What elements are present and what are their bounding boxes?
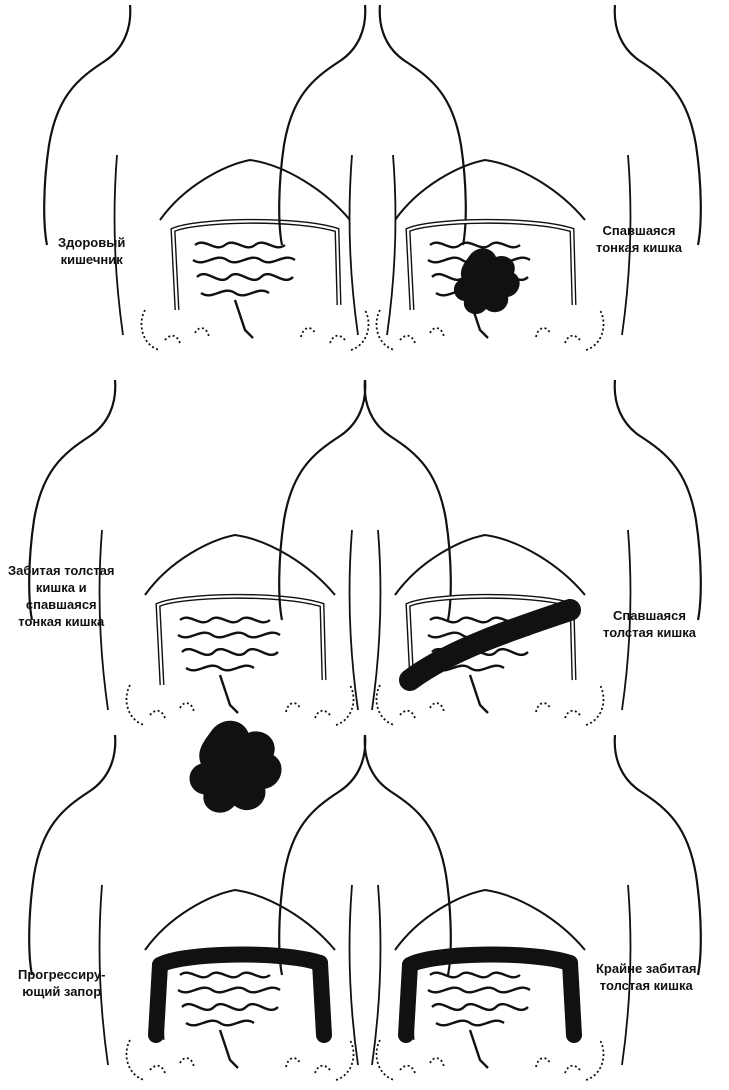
label-clogged-large-collapsed-small: Забитая толстая кишка и спавшаяся тонкая…: [8, 562, 115, 630]
label-line: кишечник: [58, 251, 125, 268]
label-line: Прогрессиру-: [18, 966, 105, 983]
label-line: кишка и: [8, 579, 115, 596]
label-line: Здоровый: [58, 234, 125, 251]
label-line: спавшаяся: [8, 596, 115, 613]
label-line: ющий запор: [18, 983, 105, 1000]
label-collapsed-large: Спавшаяся толстая кишка: [603, 607, 696, 641]
torso-healthy: [44, 5, 466, 350]
label-line: Крайне забитая: [596, 960, 697, 977]
label-progressive: Прогрессиру- ющий запор: [18, 966, 105, 1000]
label-line: Спавшаяся: [596, 222, 682, 239]
label-line: Спавшаяся: [603, 607, 696, 624]
label-severely-clogged: Крайне забитая толстая кишка: [596, 960, 697, 994]
label-line: Забитая толстая: [8, 562, 115, 579]
torso-severely-clogged: [279, 735, 701, 1080]
torso-collapsed-small: [279, 5, 701, 350]
label-line: толстая кишка: [596, 977, 697, 994]
label-line: толстая кишка: [603, 624, 696, 641]
torso-collapsed-large: [279, 380, 701, 725]
label-line: тонкая кишка: [8, 613, 115, 630]
label-healthy: Здоровый кишечник: [58, 234, 125, 268]
label-collapsed-small: Спавшаяся тонкая кишка: [596, 222, 682, 256]
label-line: тонкая кишка: [596, 239, 682, 256]
